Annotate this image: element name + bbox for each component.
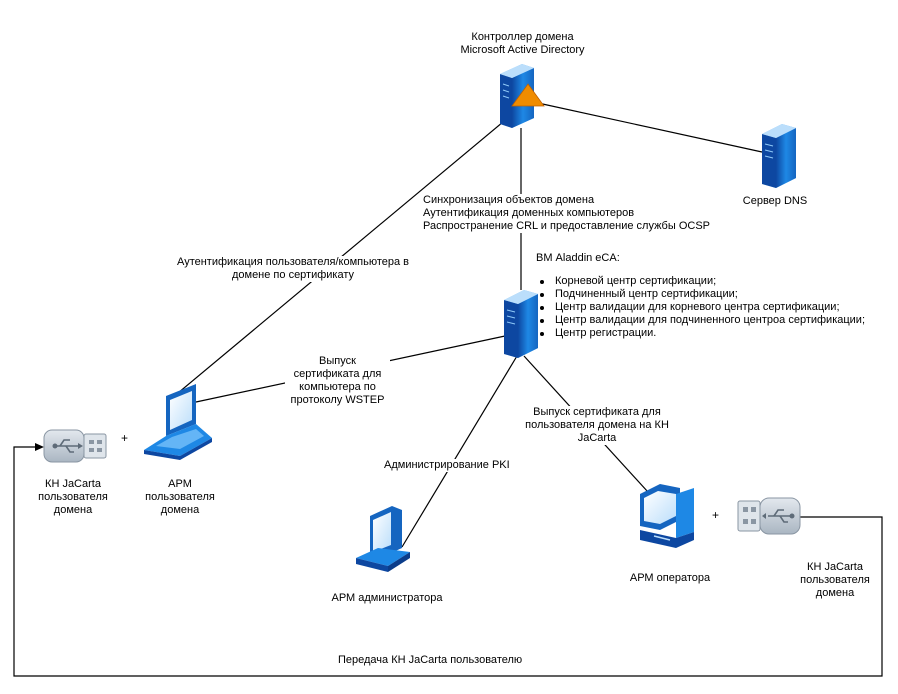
pki-edge-label: Администрирование PKI	[384, 459, 510, 472]
wstep-edge-line3: компьютера по	[299, 381, 376, 393]
token-left-label-line3: домена	[53, 504, 93, 516]
token-right-label: КН JaCarta пользователя домена	[790, 561, 880, 600]
wstep-edge-label: Выпуск сертификата для компьютера по про…	[285, 355, 390, 407]
issue-user-edge-line2: пользователя домена на КН	[525, 419, 669, 431]
sync-edge-line3: Распространение CRL и предоставление слу…	[423, 220, 710, 232]
ca-role-list: Корневой центр сертификации; Подчиненный…	[536, 275, 865, 340]
ca-title: ВМ Aladdin eCA:	[536, 252, 620, 264]
arm-user-label-line1: АРМ	[168, 478, 192, 490]
ca-description: ВМ Aladdin eCA: Корневой центр сертифика…	[536, 252, 865, 340]
usb-token-icon	[737, 497, 801, 535]
edge-dc-dns	[537, 102, 763, 153]
workstation-icon	[356, 506, 410, 572]
dns-server-icon	[762, 124, 796, 188]
edge-token-transfer	[13, 446, 883, 677]
plus-sign-left: +	[121, 431, 129, 445]
wstep-edge-line2: сертификата для	[293, 368, 382, 380]
sync-edge-label: Синхронизация объектов домена Аутентифик…	[423, 194, 710, 233]
issue-user-edge-line3: JaCarta	[577, 432, 617, 444]
plus-sign-right: +	[712, 508, 720, 522]
token-left-label: КН JaCarta пользователя домена	[28, 478, 118, 517]
wstep-edge-line4: протоколу WSTEP	[290, 394, 385, 406]
ca-role-item: Корневой центр сертификации;	[536, 275, 865, 288]
ca-role-item: Подчиненный центр сертификации;	[536, 288, 865, 301]
dc-label: Контроллер домена Microsoft Active Direc…	[440, 31, 605, 57]
arrow-head	[35, 443, 44, 451]
ca-role-item: Центр регистрации.	[536, 327, 865, 340]
token-left-label-line2: пользователя	[38, 491, 108, 503]
usb-token-icon	[43, 429, 107, 463]
dc-label-line1: Контроллер домена	[471, 31, 574, 43]
arm-user-label-line2: пользователя	[145, 491, 215, 503]
auth-edge-label: Аутентификация пользователя/компьютера в…	[168, 256, 418, 282]
token-right-label-line1: КН JaCarta	[807, 561, 863, 573]
issue-user-edge-line1: Выпуск сертификата для	[533, 406, 661, 418]
auth-edge-line2: домене по сертификату	[231, 269, 355, 281]
sync-edge-line1: Синхронизация объектов домена	[423, 194, 595, 206]
edge-ca-arm-admin	[401, 355, 518, 548]
arm-user-label-line3: домена	[160, 504, 200, 516]
arm-admin-label: АРМ администратора	[331, 592, 443, 604]
laptop-icon	[144, 384, 212, 460]
auth-edge-line1: Аутентификация пользователя/компьютера в	[176, 256, 410, 268]
issue-user-edge-label: Выпуск сертификата для пользователя доме…	[515, 406, 679, 445]
token-left-label-line1: КН JaCarta	[45, 478, 101, 490]
ca-role-item: Центр валидации для корневого центра сер…	[536, 301, 865, 314]
ca-server-icon	[504, 290, 538, 358]
sync-edge-line2: Аутентификация доменных компьютеров	[423, 207, 635, 219]
ca-role-item: Центр валидации для подчиненного центроа…	[536, 314, 865, 327]
transfer-edge-label: Передача КН JaCarta пользователю	[338, 654, 523, 666]
dns-label: Сервер DNS	[742, 195, 808, 207]
dc-label-line2: Microsoft Active Directory	[460, 44, 585, 56]
token-right-label-line2: пользователя	[800, 574, 870, 586]
workstation-icon	[640, 484, 694, 548]
arm-operator-label: АРМ оператора	[629, 572, 711, 584]
ad-server-icon	[500, 64, 545, 128]
token-right-label-line3: домена	[815, 587, 855, 599]
wstep-edge-line1: Выпуск	[319, 355, 356, 367]
arm-user-label: АРМ пользователя домена	[135, 478, 225, 517]
